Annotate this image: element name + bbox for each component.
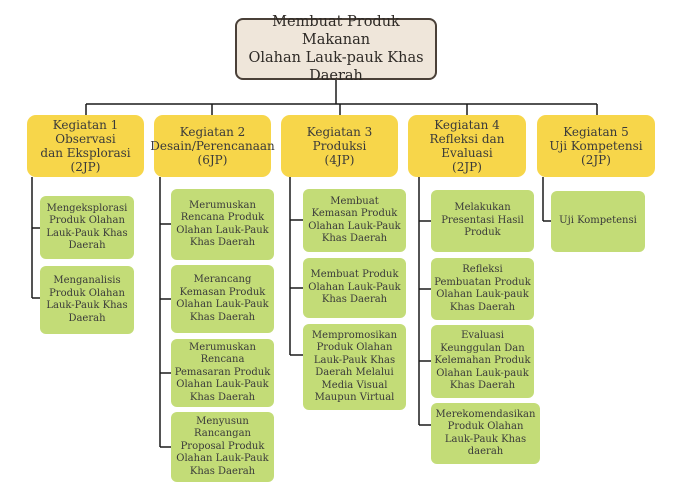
task-label: Menyusun Rancangan Proposal Produk Olaha… — [176, 415, 269, 477]
task-label: Merekomendasikan Produk Olahan Lauk-Pauk… — [435, 408, 536, 458]
task-node: Mengeksplorasi Produk Olahan Lauk-Pauk K… — [40, 196, 134, 259]
task-label: Merumuskan Rencana Pemasaran Produk Olah… — [174, 341, 271, 403]
task-node: Merancang Kemasan Produk Olahan Lauk-Pau… — [171, 265, 274, 333]
task-node: Menganalisis Produk Olahan Lauk-Pauk Kha… — [40, 266, 134, 334]
task-label: Merumuskan Rencana Produk Olahan Lauk-Pa… — [176, 199, 269, 249]
activity-title: Kegiatan 3 Produksi (4JP) — [306, 125, 373, 167]
task-label: Membuat Kemasan Produk Olahan Lauk-Pauk … — [308, 195, 401, 245]
task-node: Mempromosikan Produk Olahan Lauk-Pauk Kh… — [303, 324, 406, 410]
task-label: Evaluasi Keunggulan Dan Kelemahan Produk… — [434, 330, 531, 392]
activity-node-1: Kegiatan 1 Observasi dan Eksplorasi (2JP… — [27, 115, 144, 177]
activity-title: Kegiatan 4 Refleksi dan Evaluasi (2JP) — [429, 118, 505, 174]
task-node: Membuat Produk Olahan Lauk-Pauk Khas Dae… — [303, 258, 406, 318]
activity-node-5: Kegiatan 5 Uji Kompetensi (2JP) — [537, 115, 655, 177]
task-label: Menganalisis Produk Olahan Lauk-Pauk Kha… — [46, 275, 128, 324]
activity-title: Kegiatan 5 Uji Kompetensi (2JP) — [549, 125, 643, 167]
activity-node-4: Kegiatan 4 Refleksi dan Evaluasi (2JP) — [408, 115, 526, 177]
task-node: Merumuskan Rencana Produk Olahan Lauk-Pa… — [171, 189, 274, 260]
task-label: Refleksi Pembuatan Produk Olahan Lauk-pa… — [434, 264, 531, 313]
activity-title: Kegiatan 1 Observasi dan Eksplorasi (2JP… — [40, 118, 131, 174]
task-node: Menyusun Rancangan Proposal Produk Olaha… — [171, 412, 274, 482]
activity-node-3: Kegiatan 3 Produksi (4JP) — [281, 115, 398, 177]
task-node: Merumuskan Rencana Pemasaran Produk Olah… — [171, 339, 274, 407]
task-label: Mengeksplorasi Produk Olahan Lauk-Pauk K… — [46, 202, 128, 252]
task-label: Uji Kompetensi — [559, 215, 637, 227]
task-node: Refleksi Pembuatan Produk Olahan Lauk-pa… — [431, 258, 534, 320]
root-node: Membuat Produk Makanan Olahan Lauk-pauk … — [235, 14, 437, 84]
task-label: Mempromosikan Produk Olahan Lauk-Pauk Kh… — [311, 329, 398, 404]
task-node: Uji Kompetensi — [551, 191, 645, 252]
root-title: Membuat Produk Makanan Olahan Lauk-pauk … — [248, 14, 424, 84]
activity-title: Kegiatan 2 Desain/Perencanaan (6JP) — [150, 125, 275, 167]
activity-node-2: Kegiatan 2 Desain/Perencanaan (6JP) — [150, 115, 275, 177]
task-node: Evaluasi Keunggulan Dan Kelemahan Produk… — [431, 325, 534, 398]
task-label: Melakukan Presentasi Hasil Produk — [441, 202, 524, 239]
task-node: Melakukan Presentasi Hasil Produk — [431, 190, 534, 252]
task-label: Merancang Kemasan Produk Olahan Lauk-Pau… — [176, 274, 269, 323]
task-node: Merekomendasikan Produk Olahan Lauk-Pauk… — [431, 403, 540, 464]
task-label: Membuat Produk Olahan Lauk-Pauk Khas Dae… — [308, 269, 401, 306]
task-node: Membuat Kemasan Produk Olahan Lauk-Pauk … — [303, 189, 406, 252]
